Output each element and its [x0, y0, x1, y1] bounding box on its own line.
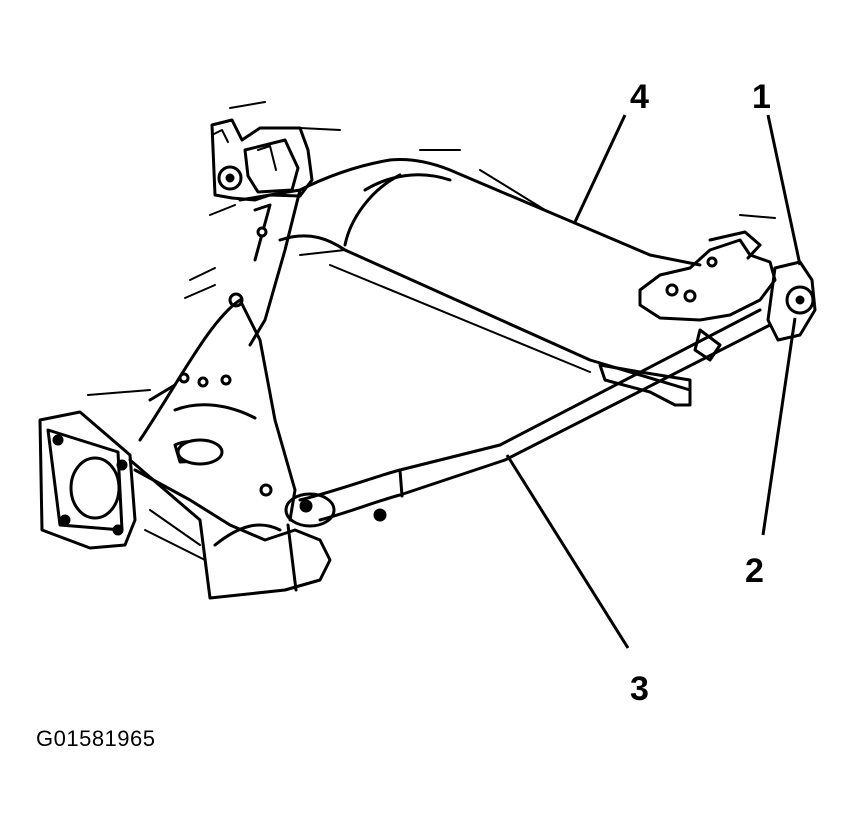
leader-1: [766, 114, 802, 266]
right-bracket: [638, 214, 817, 362]
axle-assembly: [38, 188, 336, 600]
crossmember: [278, 149, 702, 407]
leader-lines: [505, 114, 802, 649]
leader-3: [505, 454, 630, 649]
track-bar: [298, 308, 772, 522]
body-mount-lines: [87, 101, 341, 396]
upper-bracket: [210, 118, 314, 202]
callout-2: 2: [745, 552, 764, 590]
callout-4: 4: [630, 78, 649, 116]
leader-4: [573, 114, 627, 223]
callout-1: 1: [752, 78, 771, 116]
figure-code: G01581965: [36, 726, 156, 751]
leader-2: [761, 317, 797, 536]
callout-3: 3: [630, 670, 649, 708]
